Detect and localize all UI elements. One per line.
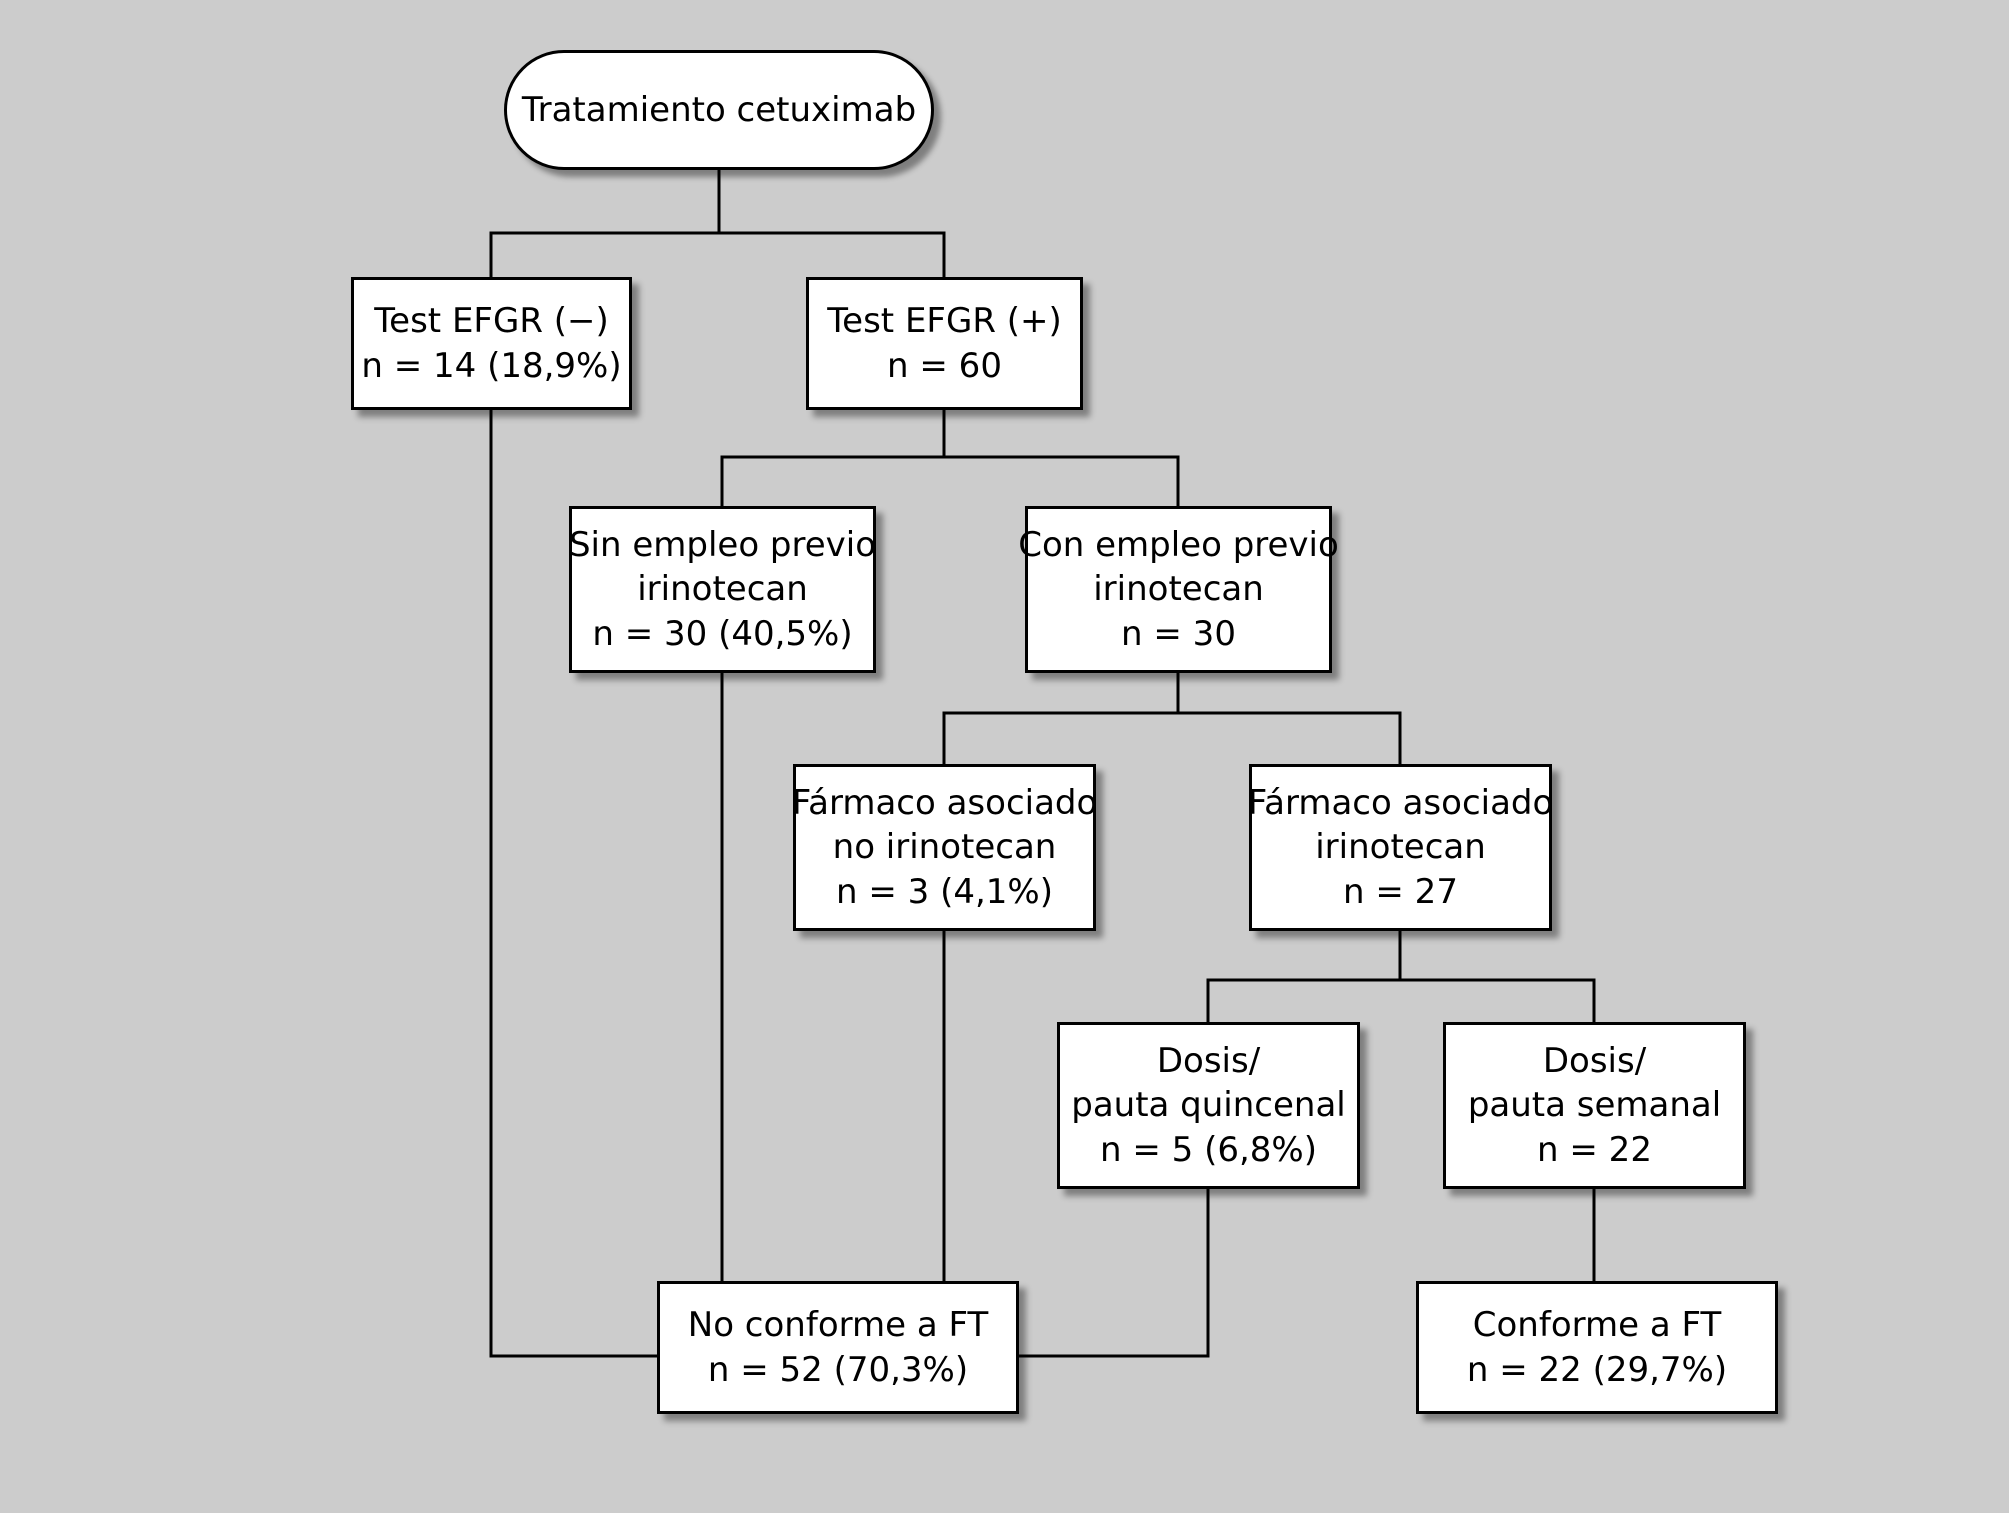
node-farmaco-asociado-irinotecan-line-3: n = 27	[1343, 871, 1458, 912]
node-dosis-pauta-quincenal-line-3: n = 5 (6,8%)	[1100, 1129, 1317, 1170]
edge-farmaco-irino-to-split	[1206, 931, 1402, 1022]
node-test-efgr-negative-line-1: Test EFGR (−)	[374, 301, 609, 342]
node-farmaco-asociado-no-irinotecan-line-2: no irinotecan	[832, 827, 1057, 868]
node-con-empleo-previo-irinotecan-line-3: n = 30	[1121, 613, 1236, 654]
node-no-conforme-a-ft-line-1: No conforme a FT	[687, 1305, 989, 1346]
edge-root-to-efgr-split	[489, 170, 721, 277]
edge-quincenal-to-no-conforme	[1019, 1189, 1210, 1358]
node-no-conforme-a-ft-line-2: n = 52 (70,3%)	[707, 1349, 969, 1390]
node-dosis-pauta-semanal-line-1: Dosis/	[1542, 1041, 1647, 1082]
node-sin-empleo-previo-irinotecan-line-1: Sin empleo previo	[568, 525, 877, 566]
node-farmaco-asociado-no-irinotecan-line-3: n = 3 (4,1%)	[836, 871, 1053, 912]
edge-efgr-pos-to-split	[720, 410, 946, 506]
node-farmaco-asociado-no-irinotecan-line-1: Fármaco asociado	[791, 783, 1098, 824]
edge-con-empleo-to-farmaco-irino	[1178, 711, 1402, 764]
node-test-efgr-negative: Test EFGR (−)n = 14 (18,9%)	[351, 277, 632, 410]
edge-farmaco-irino-to-semanal	[1400, 978, 1596, 1022]
node-farmaco-asociado-irinotecan-line-1: Fármaco asociado	[1247, 783, 1554, 824]
node-test-efgr-positive: Test EFGR (+)n = 60	[806, 277, 1083, 410]
node-farmaco-asociado-irinotecan-line-2: irinotecan	[1315, 827, 1486, 868]
edge-con-empleo-to-split	[942, 673, 1180, 764]
node-dosis-pauta-semanal-line-2: pauta semanal	[1467, 1085, 1722, 1126]
node-con-empleo-previo-irinotecan-line-1: Con empleo previo	[1018, 525, 1339, 566]
node-conforme-a-ft-line-1: Conforme a FT	[1472, 1305, 1722, 1346]
node-test-efgr-positive-line-1: Test EFGR (+)	[827, 301, 1062, 342]
node-test-efgr-negative-line-2: n = 14 (18,9%)	[361, 345, 622, 386]
node-dosis-pauta-quincenal-line-2: pauta quincenal	[1071, 1085, 1346, 1126]
node-conforme-a-ft-line-2: n = 22 (29,7%)	[1466, 1349, 1728, 1390]
node-sin-empleo-previo-irinotecan-line-3: n = 30 (40,5%)	[592, 613, 853, 654]
node-dosis-pauta-semanal-line-3: n = 22	[1537, 1129, 1652, 1170]
node-con-empleo-previo-irinotecan-line-2: irinotecan	[1093, 569, 1264, 610]
edge-root-to-efgr-positive	[719, 231, 946, 277]
edge-efgr-pos-to-con-empleo	[944, 455, 1180, 506]
node-sin-empleo-previo-irinotecan-line-2: irinotecan	[637, 569, 808, 610]
node-test-efgr-positive-line-2: n = 60	[887, 345, 1002, 386]
node-dosis-pauta-quincenal-line-1: Dosis/	[1156, 1041, 1261, 1082]
node-tratamiento-cetuximab: Tratamiento cetuximab	[504, 50, 934, 170]
node-tratamiento-cetuximab-line-1: Tratamiento cetuximab	[521, 89, 917, 130]
